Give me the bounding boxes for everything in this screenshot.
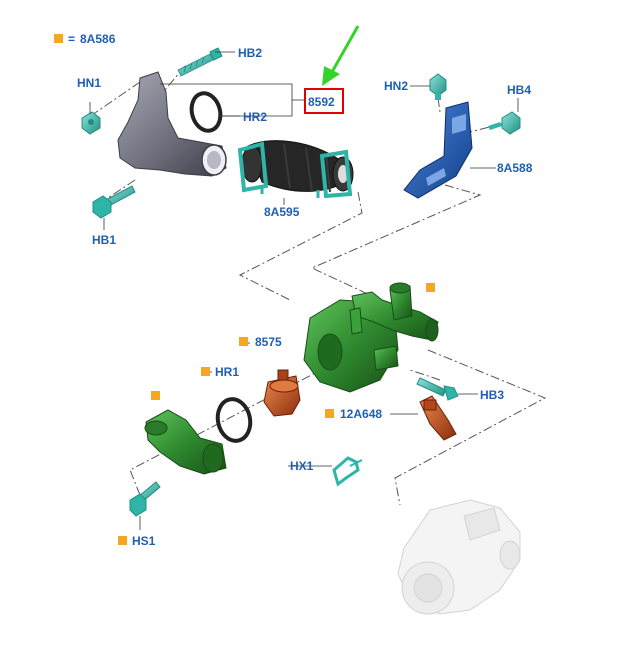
label-hb3[interactable]: HB3 [480, 388, 504, 402]
label-8a588[interactable]: 8A588 [497, 161, 533, 175]
marker-hr1 [201, 367, 210, 376]
water-pump-ghost [397, 499, 521, 615]
centerline-housing-to-pump [394, 349, 547, 506]
part-8a586-housing[interactable] [303, 282, 439, 393]
part-hb3-bolt[interactable] [416, 377, 459, 401]
legend-equals: = [68, 32, 75, 46]
centerline-hn1 [91, 81, 141, 116]
part-hn1-nut[interactable] [81, 111, 101, 135]
centerline-hb3 [409, 369, 441, 381]
label-8575[interactable]: 8575 [255, 335, 282, 349]
label-12a648[interactable]: 12A648 [340, 407, 382, 421]
part-hb1-bolt[interactable] [92, 185, 136, 219]
part-hb2-bolt[interactable] [177, 47, 223, 77]
marker-8575 [239, 337, 248, 346]
marker-hs1 [118, 536, 127, 545]
label-hb1[interactable]: HB1 [92, 233, 116, 247]
highlight-callout [304, 25, 360, 114]
marker-elbow [151, 391, 160, 400]
part-hn2-nut[interactable] [429, 73, 447, 100]
label-8592[interactable]: 8592 [308, 95, 335, 109]
part-8a588-bracket[interactable] [403, 101, 473, 199]
legend: = 8A586 [54, 32, 116, 46]
part-hr1-o-ring[interactable] [214, 396, 254, 444]
part-8592-elbow-pipe[interactable] [117, 71, 227, 177]
label-8a595[interactable]: 8A595 [264, 205, 300, 219]
green-arrow-icon [322, 66, 340, 86]
label-hr2[interactable]: HR2 [243, 110, 267, 124]
label-hr1[interactable]: HR1 [215, 365, 239, 379]
label-hb4[interactable]: HB4 [507, 83, 531, 97]
part-8575-thermostat[interactable] [263, 369, 301, 417]
centerline-hn2 [437, 97, 441, 113]
label-hx1[interactable]: HX1 [290, 459, 314, 473]
new-part-markers [118, 283, 435, 545]
part-12a648-sensor[interactable] [419, 395, 457, 441]
green-arrow-shaft [330, 25, 360, 73]
marker-12a648 [325, 409, 334, 418]
centerline-bracket-to-housing [310, 184, 482, 297]
label-hn1[interactable]: HN1 [77, 76, 101, 90]
part-hx1-clip[interactable] [332, 456, 363, 487]
part-hr2-o-ring[interactable] [188, 90, 225, 134]
part-labels: HB2 HN1 8592 HR2 8A595 HB1 HN2 HB4 8A588… [77, 46, 533, 548]
part-8a595-hose[interactable] [237, 140, 354, 199]
label-hs1[interactable]: HS1 [132, 534, 156, 548]
part-hb4-bolt[interactable] [488, 111, 521, 135]
centerline-hose-to-housing [238, 191, 363, 301]
marker-housing [426, 283, 435, 292]
legend-code: 8A586 [80, 32, 116, 46]
part-hs1-screw[interactable] [129, 481, 161, 517]
legend-swatch [54, 34, 63, 43]
centerline-elbow-to-housing [129, 359, 341, 496]
centerline-hb1 [104, 179, 136, 201]
highlight-box [304, 88, 344, 114]
label-hb2[interactable]: HB2 [238, 46, 262, 60]
label-hn2[interactable]: HN2 [384, 79, 408, 93]
part-elbow-outlet[interactable] [144, 409, 227, 475]
